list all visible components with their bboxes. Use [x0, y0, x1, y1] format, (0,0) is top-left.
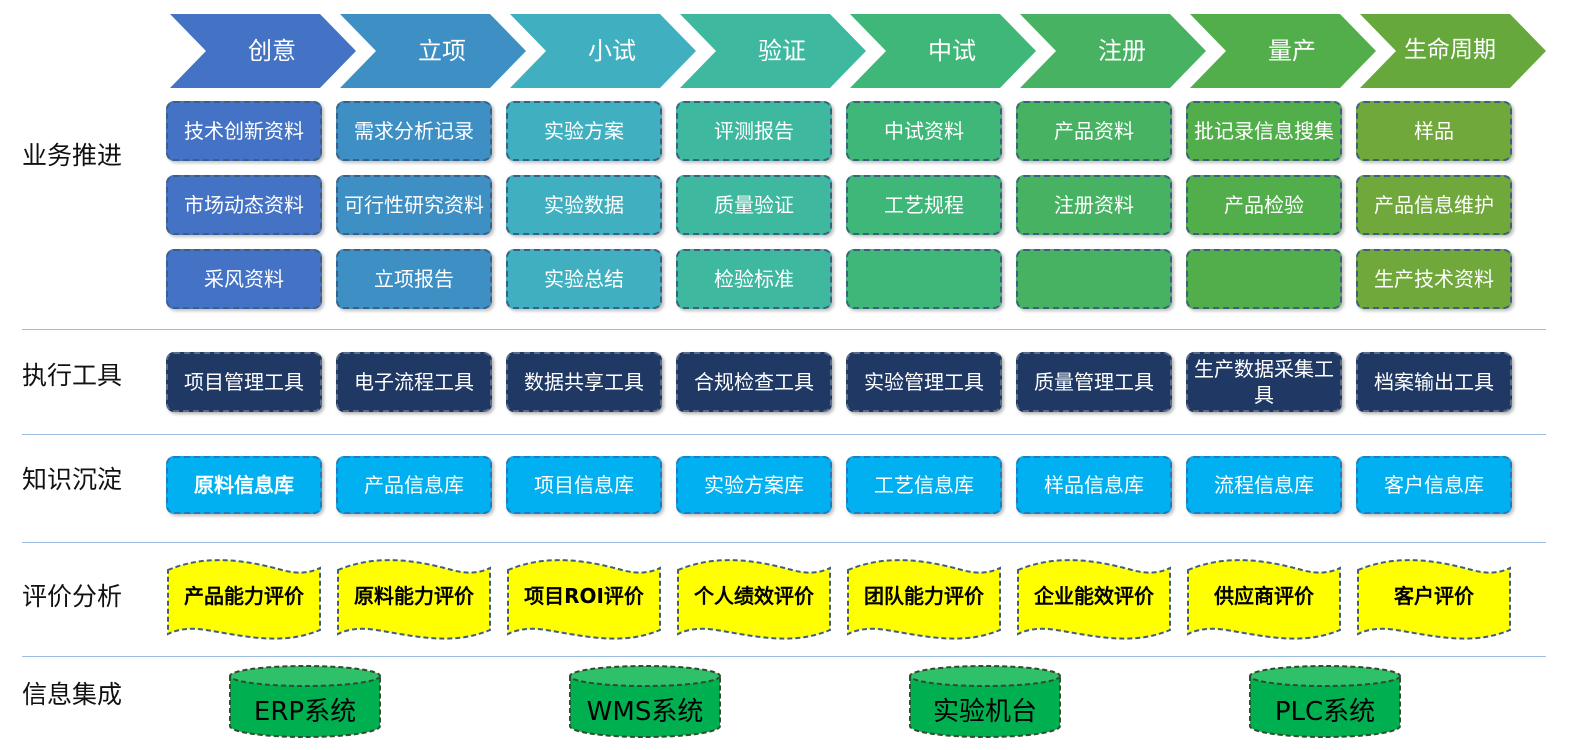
evaluation-flag: 原料能力评价: [336, 558, 492, 644]
tool-box: 质量管理工具: [1016, 352, 1172, 412]
knowledge-base-box: 产品信息库: [336, 456, 492, 514]
stage-label: 创意: [248, 36, 296, 65]
divider-line: [22, 434, 1546, 435]
system-cylinder: 实验机台: [908, 664, 1062, 740]
evaluation-label: 企业能效评价: [1034, 583, 1154, 608]
row-label-knowledge: 知识沉淀: [22, 465, 123, 494]
business-item: 检验标准: [676, 249, 832, 309]
evaluation-flag: 个人绩效评价: [676, 558, 832, 644]
knowledge-base-box: 工艺信息库: [846, 456, 1002, 514]
stage-chevron: 验证: [680, 14, 866, 88]
system-cylinder: PLC系统: [1248, 664, 1402, 740]
stage-chevron: 小试: [510, 14, 696, 88]
knowledge-base-box: 流程信息库: [1186, 456, 1342, 514]
tool-box: 项目管理工具: [166, 352, 322, 412]
evaluation-label: 客户评价: [1394, 583, 1474, 608]
stage-chevron: 立项: [340, 14, 526, 88]
row-label-tools: 执行工具: [22, 361, 123, 390]
system-label: 实验机台: [932, 696, 1037, 727]
business-item: 实验方案: [506, 101, 662, 161]
business-item: 产品检验: [1186, 175, 1342, 235]
row-label-evaluation: 评价分析: [22, 582, 123, 611]
business-item: 生产技术资料: [1356, 249, 1512, 309]
row-label-integration: 信息集成: [22, 680, 123, 709]
business-item: [1186, 249, 1342, 309]
stage-label: 注册: [1098, 36, 1146, 65]
knowledge-base-box: 实验方案库: [676, 456, 832, 514]
tool-box: 实验管理工具: [846, 352, 1002, 412]
system-label: PLC系统: [1274, 696, 1376, 727]
stage-chevron: 生命周期: [1360, 14, 1546, 88]
tool-box: 档案输出工具: [1356, 352, 1512, 412]
knowledge-base-box: 原料信息库: [166, 456, 322, 514]
stage-chevron: 注册: [1020, 14, 1206, 88]
business-item: 评测报告: [676, 101, 832, 161]
business-item: 技术创新资料: [166, 101, 322, 161]
system-cylinder: WMS系统: [568, 664, 722, 740]
business-item: 质量验证: [676, 175, 832, 235]
business-item: 采风资料: [166, 249, 322, 309]
stage-chevron: 量产: [1190, 14, 1376, 88]
stage-chevron: 中试: [850, 14, 1036, 88]
knowledge-base-box: 项目信息库: [506, 456, 662, 514]
system-label: WMS系统: [586, 696, 704, 727]
evaluation-label: 个人绩效评价: [694, 583, 814, 608]
business-item: 工艺规程: [846, 175, 1002, 235]
evaluation-label: 项目ROI评价: [524, 583, 644, 608]
tool-box: 合规检查工具: [676, 352, 832, 412]
evaluation-flag: 供应商评价: [1186, 558, 1342, 644]
evaluation-flag: 客户评价: [1356, 558, 1512, 644]
evaluation-label: 原料能力评价: [354, 583, 474, 608]
knowledge-base-box: 客户信息库: [1356, 456, 1512, 514]
business-item: 实验数据: [506, 175, 662, 235]
business-item: 产品资料: [1016, 101, 1172, 161]
tool-box: 生产数据采集工具: [1186, 352, 1342, 412]
evaluation-flag: 企业能效评价: [1016, 558, 1172, 644]
evaluation-label: 供应商评价: [1214, 583, 1314, 608]
business-item: 产品信息维护: [1356, 175, 1512, 235]
stage-label: 验证: [758, 36, 806, 65]
business-item: 市场动态资料: [166, 175, 322, 235]
business-item: 实验总结: [506, 249, 662, 309]
evaluation-flag: 项目ROI评价: [506, 558, 662, 644]
divider-line: [22, 542, 1546, 543]
stage-label: 中试: [928, 36, 976, 65]
knowledge-base-box: 样品信息库: [1016, 456, 1172, 514]
tool-box: 电子流程工具: [336, 352, 492, 412]
evaluation-label: 团队能力评价: [864, 583, 984, 608]
business-item: 样品: [1356, 101, 1512, 161]
evaluation-label: 产品能力评价: [184, 583, 304, 608]
stage-label: 立项: [418, 36, 466, 65]
evaluation-flag: 产品能力评价: [166, 558, 322, 644]
stage-label: 生命周期: [1404, 37, 1496, 64]
business-item: 批记录信息搜集: [1186, 101, 1342, 161]
business-item: 中试资料: [846, 101, 1002, 161]
stage-label: 量产: [1268, 36, 1316, 65]
system-cylinder: ERP系统: [228, 664, 382, 740]
divider-line: [22, 656, 1546, 657]
business-item: 立项报告: [336, 249, 492, 309]
business-item: [1016, 249, 1172, 309]
business-item: 可行性研究资料: [336, 175, 492, 235]
row-label-business: 业务推进: [22, 141, 123, 170]
evaluation-flag: 团队能力评价: [846, 558, 1002, 644]
stage-chevron: 创意: [170, 14, 356, 88]
tool-box: 数据共享工具: [506, 352, 662, 412]
business-item: [846, 249, 1002, 309]
business-item: 需求分析记录: [336, 101, 492, 161]
system-label: ERP系统: [253, 696, 357, 727]
stage-label: 小试: [588, 36, 636, 65]
divider-line: [22, 329, 1546, 330]
business-item: 注册资料: [1016, 175, 1172, 235]
